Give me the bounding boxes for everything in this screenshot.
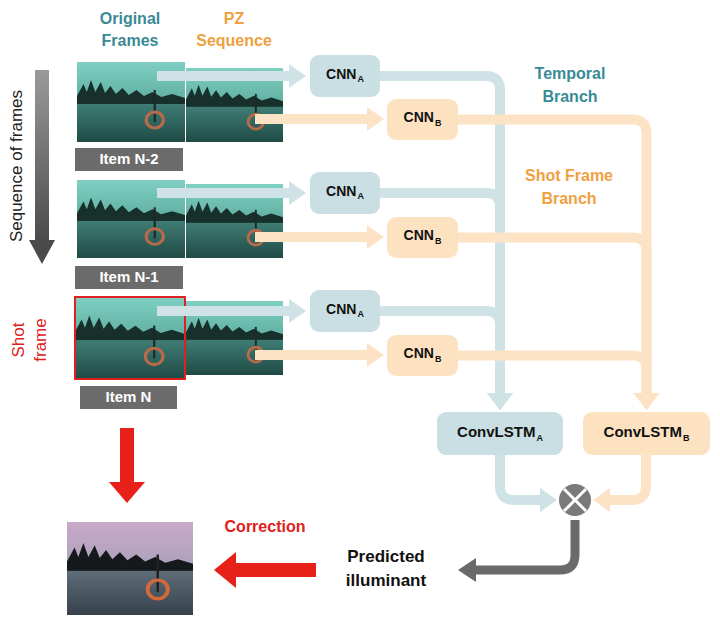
illustration-part <box>255 350 368 360</box>
subscript: A <box>357 309 364 319</box>
illustration-part <box>255 114 368 124</box>
convlstm-box: ConvLSTMB <box>583 412 710 455</box>
illustration-part <box>367 225 384 249</box>
illustration-part <box>458 558 476 582</box>
cnn-box: CNNA <box>310 172 380 214</box>
subscript: B <box>435 118 442 128</box>
cnn-box: CNNB <box>387 335 458 376</box>
node-text: CNNA <box>326 67 364 86</box>
node-text: CNNB <box>404 346 442 365</box>
arrow-head <box>634 393 660 410</box>
node-text: CNNA <box>326 302 364 321</box>
axis-label: Sequence of frames <box>6 66 28 266</box>
item-label-box: Item N-1 <box>75 266 183 289</box>
illustration-part <box>35 70 49 242</box>
illustration-part <box>289 299 306 323</box>
cnn-box: CNNA <box>310 55 380 97</box>
arrow-head <box>487 393 513 410</box>
node-text: ConvLSTMA <box>457 424 543 444</box>
node-text: Item N-2 <box>99 151 158 168</box>
arrow-head <box>487 393 513 410</box>
connector-line <box>458 120 647 397</box>
output-label: Predicted illuminant <box>322 545 450 593</box>
subscript: A <box>357 191 364 201</box>
illustration-part <box>289 64 306 88</box>
connector <box>458 120 660 411</box>
illustration-part <box>367 343 384 367</box>
connector <box>380 193 513 410</box>
illustration-part <box>540 488 557 512</box>
node-label: CNN <box>404 227 434 243</box>
illustration-part <box>255 232 368 242</box>
branch-label: Temporal Branch <box>515 62 625 108</box>
illustration-part <box>157 71 290 81</box>
illustration-part <box>289 181 306 205</box>
arrow-head <box>487 393 513 410</box>
node-text: CNNA <box>326 184 364 203</box>
illustration-part <box>500 455 542 500</box>
illustration-part <box>67 522 193 615</box>
node-label: Item N-2 <box>99 150 158 167</box>
subscript: A <box>357 74 364 84</box>
subscript: B <box>435 354 442 364</box>
node-label: CNN <box>326 183 356 199</box>
node-label: Item N-1 <box>99 268 158 285</box>
node-label: ConvLSTM <box>604 423 682 440</box>
illustration-part <box>214 552 236 588</box>
branch-label: Shot Frame Branch <box>503 164 635 210</box>
cnn-box: CNNB <box>387 99 458 140</box>
connector <box>458 238 660 411</box>
illustration-part <box>29 240 55 264</box>
illustration-part <box>157 306 290 316</box>
illustration-part <box>564 489 586 511</box>
illustration-part <box>474 520 575 570</box>
node-label: CNN <box>326 301 356 317</box>
illustration-part <box>608 455 646 500</box>
node-text: CNNB <box>404 228 442 247</box>
arrow-head <box>634 393 660 410</box>
connector-line <box>458 356 647 397</box>
cnn-box: CNNA <box>310 290 380 332</box>
connector-line <box>458 238 647 397</box>
item-label-box: Item N <box>80 386 177 409</box>
cnn-box: CNNB <box>387 217 458 258</box>
correction-arrows <box>109 428 316 588</box>
correction-label: Correction <box>215 516 315 538</box>
connector <box>458 356 660 411</box>
subscript: B <box>435 236 442 246</box>
illustration-part <box>593 488 610 512</box>
node-label: ConvLSTM <box>457 423 535 440</box>
illustration-part <box>157 188 290 198</box>
subscript: A <box>536 433 543 443</box>
node-label: CNN <box>404 109 434 125</box>
node-text: Item N-1 <box>99 269 158 286</box>
node-text: ConvLSTMB <box>604 424 690 444</box>
item-label-box: Item N-2 <box>75 148 183 171</box>
illustration-part <box>564 489 586 511</box>
input-arrows <box>157 64 384 367</box>
node-text: CNNB <box>404 110 442 129</box>
illustration-part <box>233 563 316 577</box>
node-label: CNN <box>326 66 356 82</box>
connector-line <box>380 193 500 396</box>
output-arrow <box>458 520 575 582</box>
column-heading: Original Frames <box>85 8 175 52</box>
illustration-part <box>109 482 145 503</box>
column-heading: PZ Sequence <box>186 8 282 52</box>
arrow-head <box>634 393 660 410</box>
illustration-part <box>558 483 592 517</box>
sequence-arrow <box>29 70 55 264</box>
subscript: B <box>683 433 690 443</box>
convlstm-box: ConvLSTMA <box>437 412 563 455</box>
illustration-part <box>120 428 134 484</box>
node-label: CNN <box>404 345 434 361</box>
node-label: Item N <box>106 388 152 405</box>
node-text: Item N <box>106 389 152 406</box>
multiply-symbol <box>558 483 592 517</box>
illustration-part <box>367 107 384 131</box>
shot-label: Shot frame <box>8 310 52 370</box>
